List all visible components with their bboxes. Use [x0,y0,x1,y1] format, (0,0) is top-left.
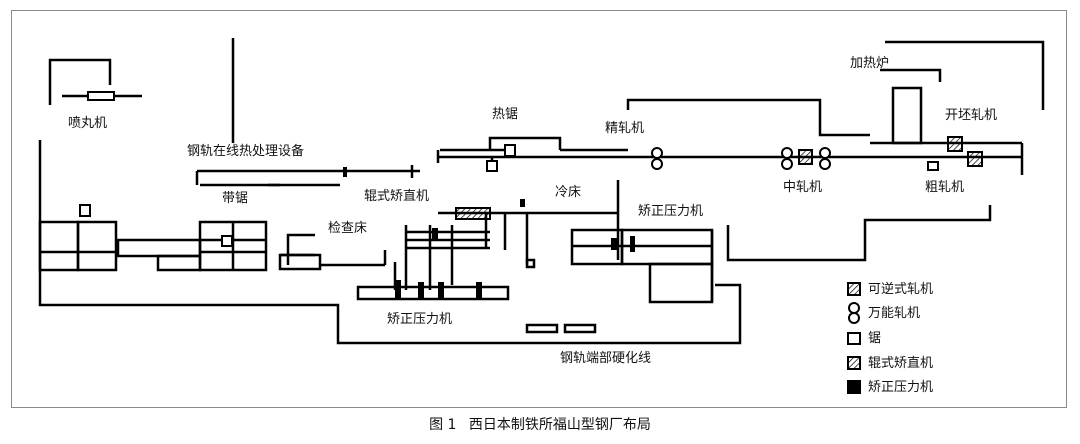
diagram-frame [11,10,1067,408]
main-return-line [38,140,742,345]
figure-title: 西日本制铁所福山型钢厂布局 [468,417,651,433]
furnace-body [891,86,923,145]
label-inspection-bed: 检查床 [328,221,368,236]
label-rail-end-hardening: 钢轨端部硬化线 [560,351,652,366]
label-roller-straightener: 辊式矫直机 [364,189,430,204]
figure-number: 图 1 [429,417,457,433]
label-hot-saw: 热锯 [492,107,519,122]
hardening-unit-b [563,323,597,334]
hardening-unit-a [525,323,559,334]
universal-mill-icon [848,302,860,314]
legend-label-roller-straightener: 辊式矫直机 [868,356,934,371]
left-table-b [76,220,118,272]
label-breakdown-mill: 开坯轧机 [945,108,998,123]
legend-label-reversing-mill: 可逆式轧机 [868,282,934,297]
shot-blast-hood [48,58,112,105]
left-table-c [116,238,202,258]
roughing-return [726,205,992,262]
label-band-saw: 带锯 [222,191,249,206]
press-straightener-icon [847,380,861,394]
label-reheating-furnace: 加热炉 [850,56,890,71]
label-rail-heat-treat: 钢轨在线热处理设备 [187,144,305,159]
legend-label-saw: 锯 [868,331,882,346]
label-roughing-mill: 粗轧机 [925,180,965,195]
label-intermediate-mill: 中轧机 [783,180,823,195]
figure-caption: 图 1 西日本制铁所福山型钢厂布局 [0,418,1080,432]
finishing-mill-hood [626,98,870,137]
label-press-straightener-bottom: 矫正压力机 [387,312,453,327]
label-shot-blast: 喷丸机 [68,116,108,131]
legend-label-universal-mill: 万能轧机 [868,306,921,321]
saw-icon [847,332,861,345]
reheating-furnace [885,40,1045,110]
press-straightener-line [356,285,510,301]
roller-straightener-icon [847,356,861,370]
left-table-a [38,220,80,272]
legend-symbols [847,282,861,394]
label-cooling-bed: 冷床 [555,185,582,200]
hot-saw-enclosure [488,136,562,150]
inspection-bed [286,233,315,265]
label-finishing-mill: 精轧机 [605,121,645,136]
legend-label-press-straightener: 矫正压力机 [868,380,934,395]
label-press-straightener-right: 矫正压力机 [638,204,704,219]
reversing-mill-icon [847,282,861,296]
